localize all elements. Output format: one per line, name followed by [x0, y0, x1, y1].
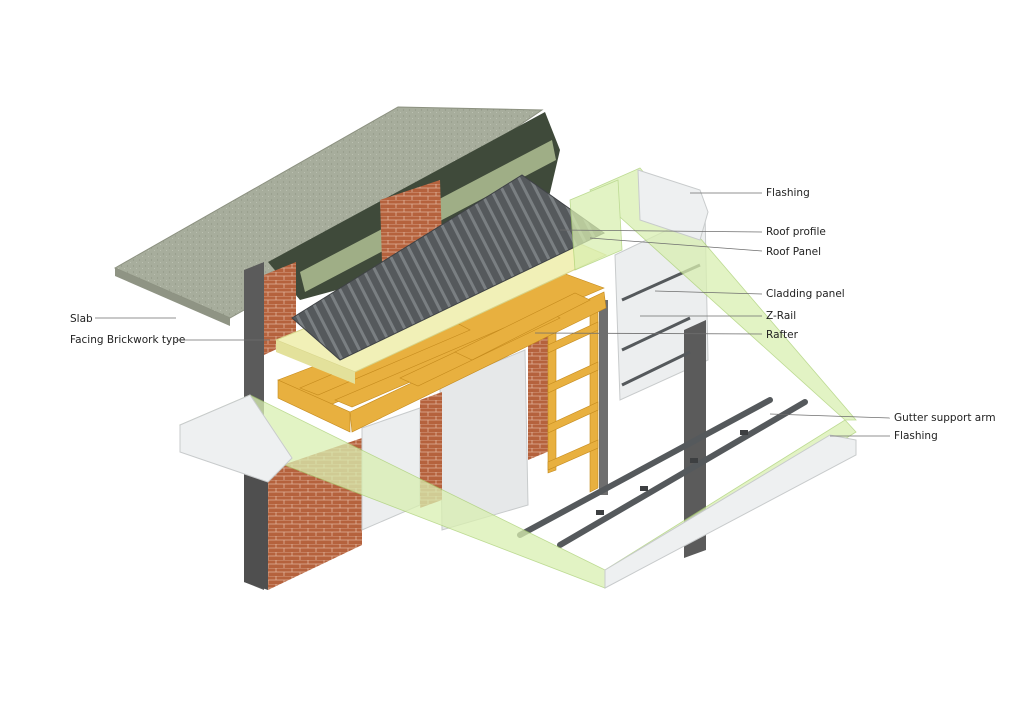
label-slab: Slab: [70, 313, 93, 325]
brick-side-wall-right: [528, 330, 552, 460]
label-rafter: Rafter: [766, 329, 798, 341]
label-roof-panel: Roof Panel: [766, 246, 822, 258]
brick-pier-left: [264, 262, 296, 355]
flashing-top: [637, 169, 709, 241]
label-z-rail: Z-Rail: [766, 310, 797, 322]
label-cladding-panel: Cladding panel: [766, 288, 845, 300]
label-flashing-top: Flashing: [766, 187, 810, 199]
label-facing-brickwork: Facing Brickwork type: [70, 334, 186, 346]
label-roof-profile: Roof profile: [766, 226, 826, 238]
leader-lines: [95, 192, 891, 437]
roof-panel-edge: [276, 340, 355, 384]
label-flashing-bottom: Flashing: [894, 430, 938, 442]
label-gutter-support-arm: Gutter support arm: [894, 412, 996, 424]
gutter-flashing-left: [179, 394, 293, 483]
slab-edge: [115, 268, 230, 326]
downpipe: [599, 300, 608, 495]
gutter-flashing-bottom: [604, 434, 857, 589]
gutter-arm-brackets: [596, 430, 748, 515]
brick-side-wall: [420, 392, 442, 508]
concrete-column-front: [244, 470, 268, 590]
gutter-support-arms: [517, 397, 808, 548]
timber-frame-vertical: [547, 307, 599, 493]
